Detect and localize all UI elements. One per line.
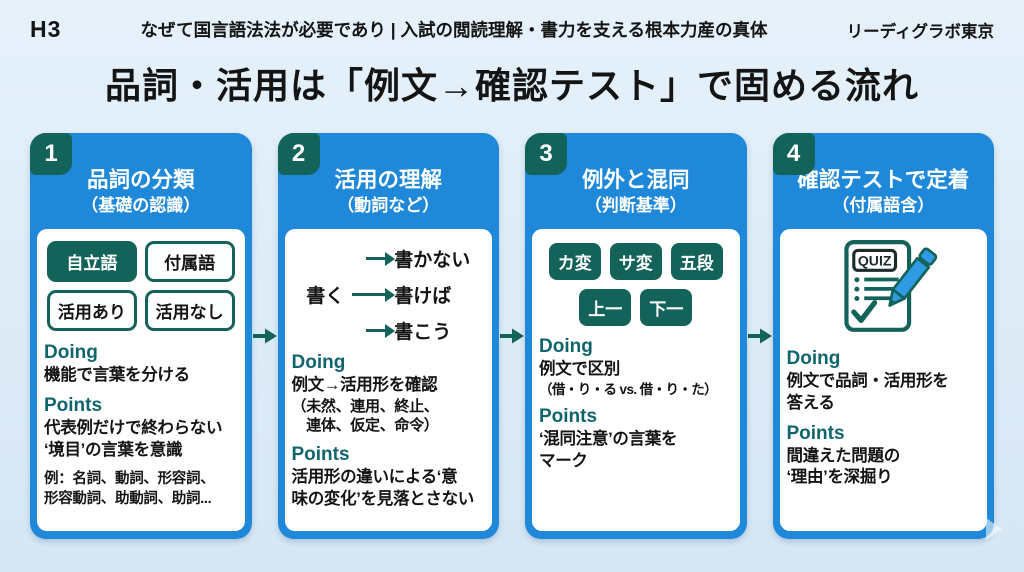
step-4-header: 確認テストで定着 （付属語含） xyxy=(773,133,995,227)
base-verb: 書く xyxy=(306,286,345,307)
doing-label: Doing xyxy=(786,348,841,369)
quiz-illustration: QUIZ xyxy=(787,239,981,340)
points-label: Points xyxy=(44,394,103,416)
chip-shimoichi: 下一 xyxy=(640,289,693,326)
verb-type-chips-row-2: 上一 下一 xyxy=(539,289,733,326)
step-1-subtitle: （基礎の認識） xyxy=(81,196,201,215)
chip-godan: 五段 xyxy=(670,243,723,280)
step-number-badge: 3 xyxy=(525,133,567,175)
step-card-3: 3 例外と混同 （判断基準） カ変 サ変 五段 上一 下一 Doing 例文で区… xyxy=(525,133,747,539)
step-card-2: 2 活用の理解 （動詞など） 書く 書かない 書けば 書こう Doing 例文→… xyxy=(277,133,500,539)
chip-katsuyou-ari: 活用あり xyxy=(47,290,137,331)
right-arrow-icon xyxy=(500,328,524,344)
logo: H3 xyxy=(30,16,62,42)
step-3-body: カ変 サ変 五段 上一 下一 Doing 例文で区別 （借・り・る vs. 借・… xyxy=(532,229,740,531)
right-arrow-icon xyxy=(252,328,277,344)
branch-arrow-icon xyxy=(366,252,396,265)
step-card-4: 4 確認テストで定着 （付属語含） QUIZ xyxy=(772,133,995,539)
step-1-header: 品詞の分類 （基礎の認識） xyxy=(30,133,252,227)
doing-label: Doing xyxy=(291,352,346,373)
step-3-title: 例外と混同 xyxy=(581,168,690,192)
flow-arrow-1 xyxy=(252,133,278,539)
step-1-body: 自立語 付属語 活用あり 活用なし Doing 機能で言葉を分ける Points… xyxy=(37,229,245,531)
points-label: Points xyxy=(786,422,845,444)
branch-arrow-icon xyxy=(352,288,396,301)
step-2-body: 書く 書かない 書けば 書こう Doing 例文→活用形を確認 （未然、連用、終… xyxy=(284,229,492,531)
header-title: なぜて国言語法法が必要であり | 入試の閲読理解・書力を支える根本力産の真体 xyxy=(140,20,768,40)
steps-row: 1 品詞の分類 （基礎の認識） 自立語 付属語 活用あり 活用なし Doing … xyxy=(30,133,994,539)
conjugated-form: 書こう xyxy=(394,322,452,343)
flow-arrow-2 xyxy=(499,133,525,539)
verb-type-chips-row-1: カ変 サ変 五段 xyxy=(539,243,733,280)
page-title: 品詞・活用は「例文→確認テスト」で固める流れ xyxy=(104,65,919,106)
points-text: 間違えた問題の ‘理由’を深掘り xyxy=(786,446,901,487)
points-text: 代表例だけで終わらない ‘境目’の言葉を意識 xyxy=(44,418,223,459)
brand-name: リーディグラボ東京 xyxy=(846,22,994,41)
step-1-title: 品詞の分類 xyxy=(86,168,195,192)
chip-katsuyou-nashi: 活用なし xyxy=(144,290,235,331)
quiz-sheet-icon: QUIZ xyxy=(844,240,938,332)
step-2-subtitle: （動詞など） xyxy=(337,196,440,215)
step-4-title: 確認テストで定着 xyxy=(797,168,970,192)
doing-text: 例文で区別 xyxy=(539,360,621,378)
flow-arrow-3 xyxy=(747,133,773,539)
step-3-subtitle: （判断基準） xyxy=(584,196,687,215)
chip-jiritsugo: 自立語 xyxy=(47,241,137,282)
doing-text: 例文で品詞・活用形を 答える xyxy=(786,372,949,412)
doing-text: 機能で言葉を分ける xyxy=(44,366,190,384)
step-4-subtitle: （付属語含） xyxy=(832,196,935,215)
doing-label: Doing xyxy=(44,342,98,363)
points-text: 活用形の違いによる‘意 味の変化’を見落とさない xyxy=(291,467,475,508)
chip-fuzokugo: 付属語 xyxy=(144,241,235,282)
header: H3 なぜて国言語法法が必要であり | 入試の閲読理解・書力を支える根本力産の真… xyxy=(0,0,1024,43)
points-label: Points xyxy=(291,443,350,465)
chip-kamiichi: 上一 xyxy=(579,289,632,326)
quiz-label: QUIZ xyxy=(858,253,892,269)
example-text: 例：名詞、動詞、形容詞、 形容動詞、助動詞、助詞... xyxy=(44,471,215,507)
step-number-badge: 4 xyxy=(772,133,815,175)
step-3-header: 例外と混同 （判断基準） xyxy=(525,133,747,227)
doing-label: Doing xyxy=(539,336,593,357)
step-number-badge: 2 xyxy=(277,133,320,175)
step-4-body: QUIZ xyxy=(779,229,987,531)
word-class-chips: 自立語 付属語 活用あり 活用なし xyxy=(47,241,235,331)
doing-text: 例文→活用形を確認 xyxy=(291,376,438,394)
right-arrow-icon xyxy=(747,328,772,344)
step-number-badge: 1 xyxy=(30,133,72,175)
branch-arrow-icon xyxy=(366,324,396,337)
doing-note: （未然、連用、終止、 連体、仮定、命令） xyxy=(291,397,439,435)
conjugated-form: 書かない xyxy=(394,250,471,271)
points-label: Points xyxy=(539,406,598,428)
doing-note: （借・り・る vs. 借・り・た） xyxy=(539,381,718,397)
chip-kahen: カ変 xyxy=(548,243,601,280)
step-2-title: 活用の理解 xyxy=(334,168,442,192)
conjugated-form: 書けば xyxy=(394,286,452,307)
conjugation-diagram: 書く 書かない 書けば 書こう xyxy=(292,245,486,344)
points-text: ‘混同注意’の言葉を マーク xyxy=(539,430,678,471)
step-2-header: 活用の理解 （動詞など） xyxy=(278,133,500,227)
step-card-1: 1 品詞の分類 （基礎の認識） 自立語 付属語 活用あり 活用なし Doing … xyxy=(30,133,252,539)
watermark-arrow-icon xyxy=(986,518,1002,540)
chip-sahen: サ変 xyxy=(609,243,662,280)
